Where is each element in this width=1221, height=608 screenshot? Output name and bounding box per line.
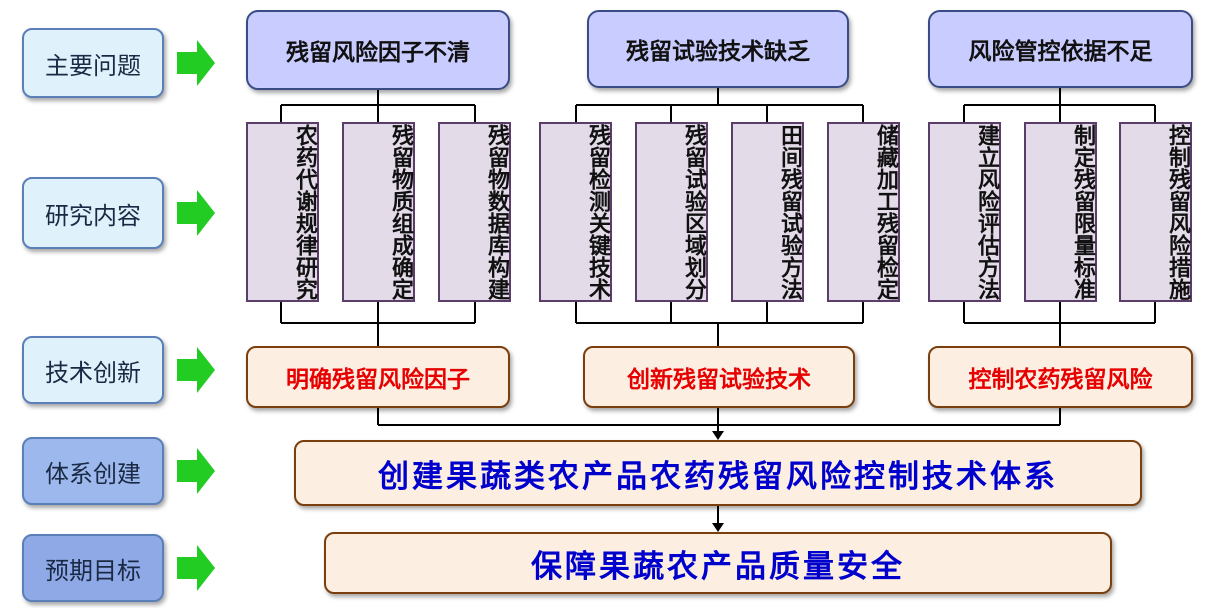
right-arrow-icon [177, 347, 215, 393]
right-arrow-icon [177, 448, 215, 494]
content-box: 控制残留风险措施 [1119, 122, 1192, 302]
innovation-box: 明确残留风险因子 [246, 346, 510, 408]
row-label-system-building: 体系创建 [22, 437, 164, 505]
problem-box: 风险管控依据不足 [928, 10, 1193, 88]
content-box: 建立风险评估方法 [928, 122, 1001, 302]
problem-box: 残留风险因子不清 [246, 10, 510, 90]
row-label-expected-goal: 预期目标 [22, 534, 164, 602]
right-arrow-icon [177, 545, 215, 591]
goal-box: 保障果蔬农产品质量安全 [324, 532, 1112, 594]
row-label-tech-innovation: 技术创新 [22, 336, 164, 404]
right-arrow-icon [177, 40, 215, 86]
system-box: 创建果蔬类农产品农药残留风险控制技术体系 [294, 440, 1142, 506]
row-label-main-problem: 主要问题 [22, 28, 164, 98]
right-arrow-icon [177, 190, 215, 236]
content-box: 制定残留限量标准 [1024, 122, 1097, 302]
content-box: 残留检测关键技术 [539, 122, 612, 302]
problem-box: 残留试验技术缺乏 [587, 10, 849, 88]
content-box: 田间残留试验方法 [731, 122, 804, 302]
content-box: 农药代谢规律研究 [246, 122, 319, 302]
row-label-research-content: 研究内容 [22, 177, 164, 249]
content-box: 储藏加工残留检定 [827, 122, 900, 302]
content-box: 残留物质组成确定 [342, 122, 415, 302]
innovation-box: 创新残留试验技术 [583, 346, 855, 408]
innovation-box: 控制农药残留风险 [928, 346, 1193, 408]
content-box: 残留试验区域划分 [635, 122, 708, 302]
content-box: 残留物数据库构建 [438, 122, 511, 302]
